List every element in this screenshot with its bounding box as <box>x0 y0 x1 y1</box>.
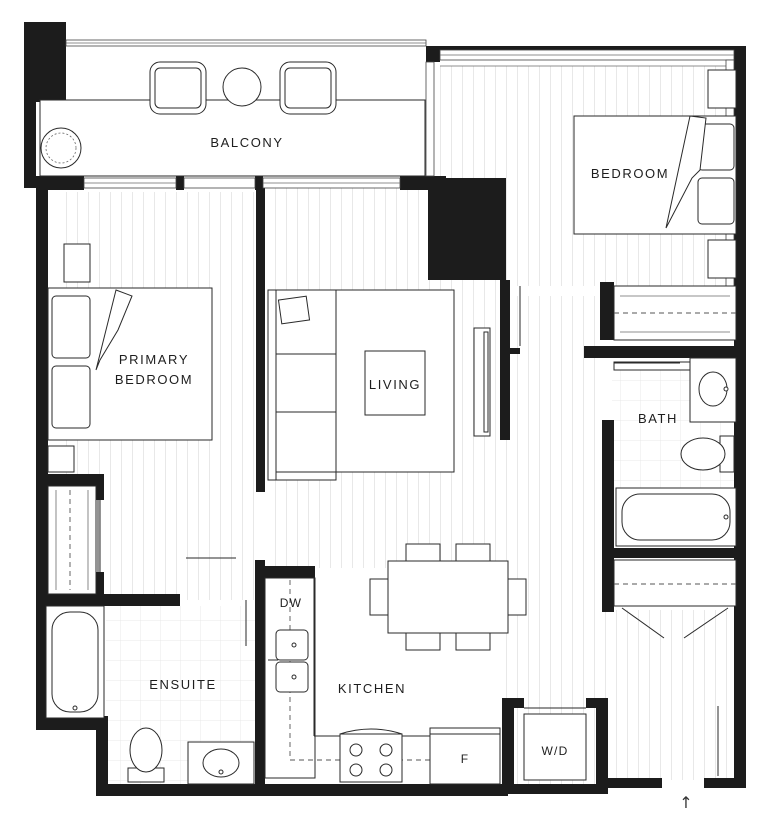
primary-closet <box>47 485 99 595</box>
living-furniture: LIVING <box>267 289 491 481</box>
bath-toilet <box>680 435 735 473</box>
kitchen-sink <box>268 629 309 693</box>
ensuite-fixtures: ENSUITE <box>45 557 255 785</box>
walls <box>24 22 746 796</box>
primary-nightstand-bottom <box>47 445 75 473</box>
primary-nightstand-top <box>63 243 91 283</box>
bedroom-label: BEDROOM <box>591 166 669 181</box>
dining-table <box>387 560 509 634</box>
tv-unit <box>473 327 491 437</box>
laundry: W/D <box>523 707 587 781</box>
primary-bedroom-label-2: BEDROOM <box>115 372 193 387</box>
bath-tub <box>615 487 737 547</box>
kitchen-label: KITCHEN <box>338 681 406 696</box>
bedroom-nightstand-top <box>707 69 737 109</box>
entry-arrow-icon: ↑ <box>679 793 692 812</box>
ensuite-tub <box>45 605 105 719</box>
sofa <box>267 289 337 481</box>
bedroom-nightstand-bottom <box>707 239 737 279</box>
bath-label: BATH <box>638 411 678 426</box>
primary-bedroom-furniture: PRIMARY BEDROOM <box>47 243 213 473</box>
dining-furniture <box>369 543 527 651</box>
ensuite-label: ENSUITE <box>149 677 217 692</box>
balcony-table <box>222 67 262 107</box>
kitchen-fixtures: DW KITCHEN F <box>264 577 501 785</box>
coffee-table <box>364 350 426 416</box>
entry-closet <box>613 559 737 639</box>
balcony-label: BALCONY <box>210 135 283 150</box>
bedroom-closet <box>613 285 737 341</box>
primary-pillow-top <box>51 295 91 359</box>
balcony-chair-right <box>279 61 337 115</box>
stove <box>339 728 403 783</box>
ensuite-toilet <box>127 727 165 783</box>
washer-dryer-label: W/D <box>542 744 569 758</box>
balcony-chair-left <box>149 61 207 115</box>
bedroom-pillow-bottom <box>697 177 735 225</box>
fridge-label: F <box>461 752 470 766</box>
primary-pillow-bottom <box>51 365 91 429</box>
ensuite-vanity <box>187 741 255 785</box>
dishwasher-label: DW <box>280 596 302 610</box>
fridge: F <box>429 727 501 785</box>
living-label: LIVING <box>369 377 421 392</box>
bath-fixtures: BATH <box>613 357 737 547</box>
balcony-furniture: BALCONY <box>39 61 426 177</box>
bedroom-furniture: BEDROOM <box>573 69 737 279</box>
primary-bedroom-label-1: PRIMARY <box>119 352 189 367</box>
doors <box>99 286 719 776</box>
